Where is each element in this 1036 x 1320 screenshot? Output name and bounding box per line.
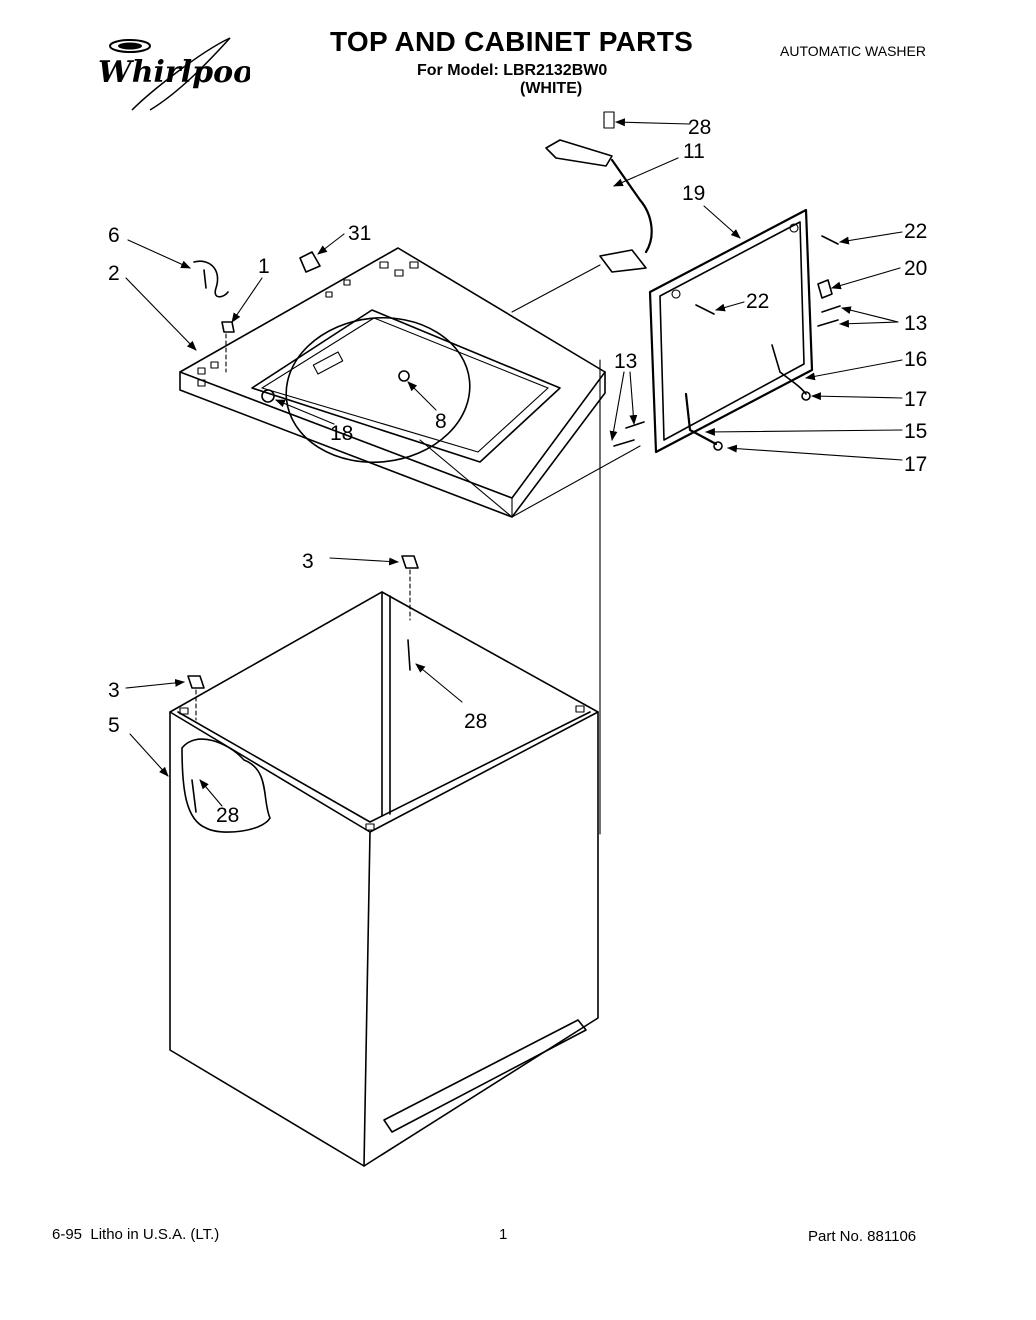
cabinet [169,555,599,1167]
model-color: (WHITE) [520,80,583,97]
callout-17-lower: 17 [904,453,927,476]
part-number: Part No. 881106 [808,1228,917,1245]
callout-31: 31 [348,222,371,245]
callout-28-cabinet: 28 [216,804,239,827]
page-title: TOP AND CABINET PARTS [330,26,694,57]
callout-28-top: 28 [688,116,711,139]
callout-22-right: 22 [904,220,927,243]
lid-switch-harness [545,111,653,273]
leader-lines [125,118,903,807]
callout-16: 16 [904,348,927,371]
callout-18: 18 [330,422,353,445]
callout-13-left: 13 [614,350,637,373]
brand-logo: Whirlpool [90,32,265,112]
console-frame [613,208,841,454]
callout-3-upper: 3 [302,550,314,573]
page-number: 1 [499,1226,508,1243]
whirlpool-logo-icon: Whirlpool [98,37,265,111]
callout-5: 5 [108,714,120,737]
callout-15: 15 [904,420,927,443]
callout-1: 1 [258,255,270,278]
callout-13-right: 13 [904,312,927,335]
top-panel [179,247,606,518]
model-number: For Model: LBR2132BW0 [417,62,608,79]
callout-8: 8 [435,410,447,433]
litho-note: 6-95 Litho in U.S.A. (LT.) [52,1226,220,1243]
bracket-31 [299,251,321,273]
callout-6: 6 [108,224,120,247]
screw-1 [221,321,235,373]
callout-22-inner: 22 [746,290,769,313]
callout-19: 19 [682,182,705,205]
assembly-guide-line [419,439,641,518]
callout-3-lower: 3 [108,679,120,702]
callout-labels: 28 11 19 22 20 22 13 16 17 15 17 13 6 31… [108,116,927,827]
callout-17-upper: 17 [904,388,927,411]
callout-11: 11 [683,140,705,163]
brand-wordmark: Whirlpool [98,55,250,90]
lid-switch-wire [511,264,601,313]
callout-2: 2 [108,262,120,285]
appliance-type: AUTOMATIC WASHER [780,43,926,59]
hinge-clip-6 [193,260,229,298]
callout-20: 20 [904,257,927,280]
callout-28-mid: 28 [464,710,487,733]
